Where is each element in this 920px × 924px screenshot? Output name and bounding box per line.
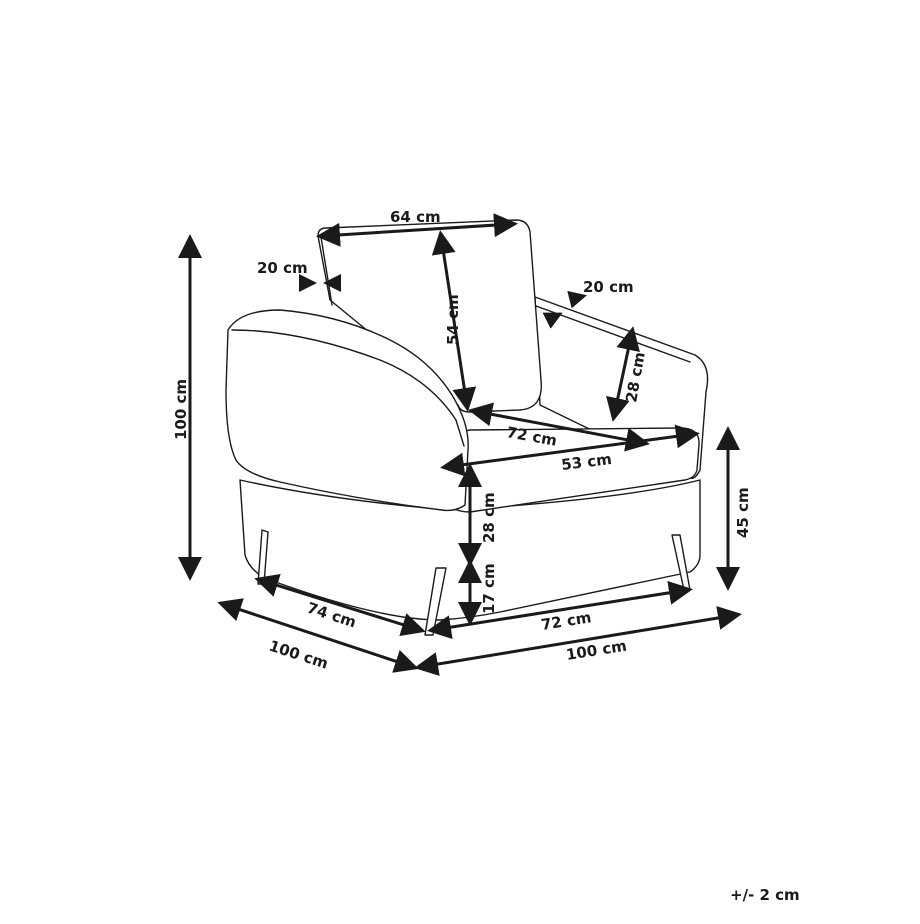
label-total-depth: 100 cm: [267, 637, 331, 673]
label-leg-height: 17 cm: [480, 563, 498, 614]
dimension-lines: [178, 213, 742, 676]
label-seat-height: 45 cm: [734, 487, 752, 538]
label-backrest-height: 54 cm: [444, 294, 462, 345]
label-total-height: 100 cm: [172, 379, 190, 440]
label-backrest-width: 64 cm: [390, 208, 441, 226]
label-backrest-thickness: 20 cm: [257, 259, 308, 277]
armchair-drawing: [225, 219, 709, 636]
label-seat-cushion-height: 28 cm: [480, 492, 498, 543]
tolerance-note: +/- 2 cm: [730, 886, 800, 904]
label-armrest-width: 20 cm: [583, 278, 634, 296]
